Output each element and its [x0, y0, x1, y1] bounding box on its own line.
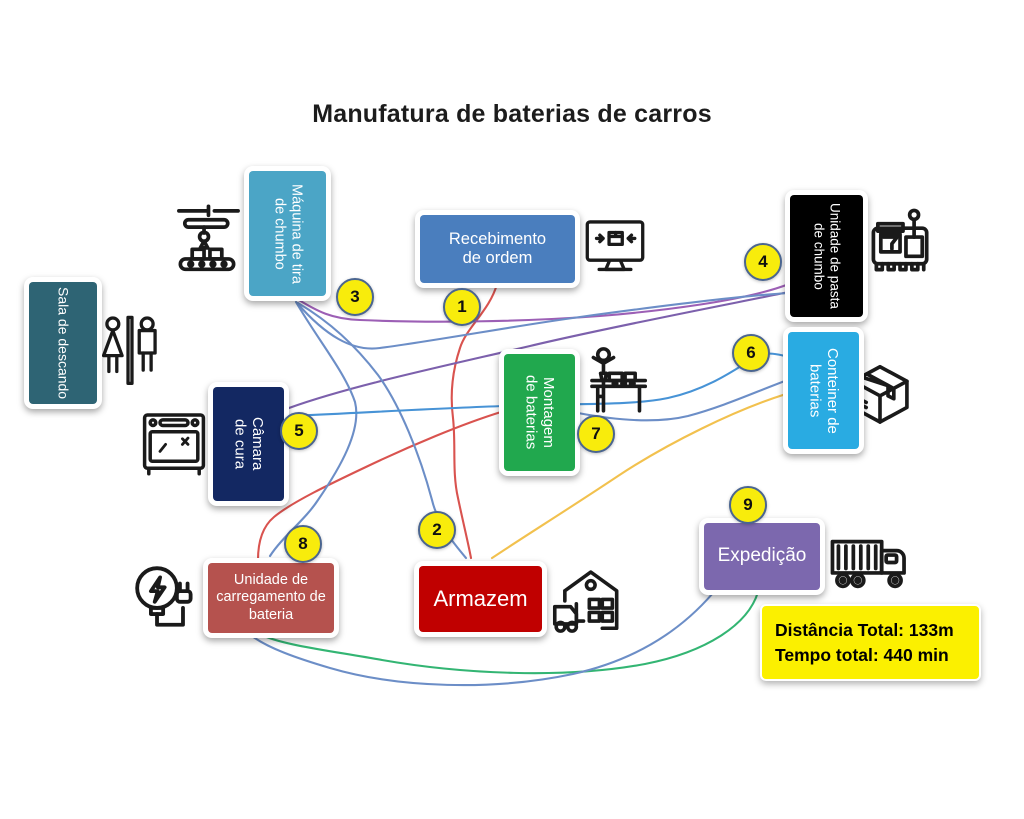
paste-machine-icon — [866, 206, 940, 280]
node-expedicao-label: Expedição — [704, 523, 820, 590]
node-montagem-de-baterias: Montagem de baterias — [499, 349, 580, 476]
total-time: Tempo total: 440 min — [775, 644, 949, 665]
route-recebimento-armazem — [450, 282, 499, 560]
step-marker-3: 3 — [336, 278, 374, 316]
node-camara-de-cura: Câmara de cura — [208, 382, 289, 506]
step-marker-1: 1 — [443, 288, 481, 326]
node-sala-de-descando: Sala de descando — [24, 277, 102, 409]
route-expedicao-carregamento-blue — [250, 591, 715, 687]
node-armazem-label: Armazem — [419, 566, 542, 632]
step-marker-6: 6 — [732, 334, 770, 372]
assembly-worker-icon — [578, 346, 652, 418]
node-unidade-de-pasta: Unidade de pasta de chumbo — [785, 190, 868, 322]
step-marker-9: 9 — [729, 486, 767, 524]
route-maquina-pasta-b — [295, 291, 791, 350]
node-camara-label: Câmara de cura — [213, 387, 284, 501]
route-montagem-conteiner — [576, 379, 787, 422]
node-conteiner-de-baterias: Conteiner de baterias — [783, 327, 864, 454]
node-recebimento-label: Recebimento de ordem — [420, 215, 575, 283]
step-marker-5: 5 — [280, 412, 318, 450]
node-unidade-de-carregamento: Unidade de carregamento de bateria — [203, 558, 339, 638]
step-marker-7: 7 — [577, 415, 615, 453]
totals-box: Distância Total: 133m Tempo total: 440 m… — [760, 604, 981, 681]
node-sala-label: Sala de descando — [29, 282, 97, 404]
restroom-icon — [97, 312, 163, 390]
route-expedicao-carregamento-green — [262, 590, 760, 675]
curing-oven-icon — [138, 408, 210, 478]
route-montagem-carregamento — [256, 410, 503, 562]
battery-charging-icon — [128, 556, 212, 640]
node-pasta-label: Unidade de pasta de chumbo — [790, 195, 863, 317]
page-title: Manufatura de baterias de carros — [312, 100, 712, 128]
lead-strip-machine-icon — [170, 198, 244, 274]
order-computer-icon — [582, 214, 648, 280]
route-camara-pasta — [287, 290, 791, 410]
node-carregamento-label: Unidade de carregamento de bateria — [208, 563, 334, 633]
step-marker-4: 4 — [744, 243, 782, 281]
total-distance: Distância Total: 133m — [775, 620, 954, 640]
shipping-truck-icon — [828, 533, 910, 595]
route-maquina-carregamento — [268, 300, 358, 558]
node-expedicao: Expedição — [699, 518, 825, 595]
step-marker-2: 2 — [418, 511, 456, 549]
node-maquina-de-tira: Máquina de tira de chumbo — [244, 166, 331, 301]
node-armazem: Armazem — [414, 561, 547, 637]
step-marker-8: 8 — [284, 525, 322, 563]
warehouse-forklift-icon — [548, 562, 622, 634]
node-conteiner-label: Conteiner de baterias — [788, 332, 859, 449]
route-maquina-pasta-a — [292, 282, 791, 323]
node-montagem-label: Montagem de baterias — [504, 354, 575, 471]
node-maquina-label: Máquina de tira de chumbo — [249, 171, 326, 296]
route-armazem-conteiner — [490, 392, 788, 560]
node-recebimento-de-ordem: Recebimento de ordem — [415, 210, 580, 288]
